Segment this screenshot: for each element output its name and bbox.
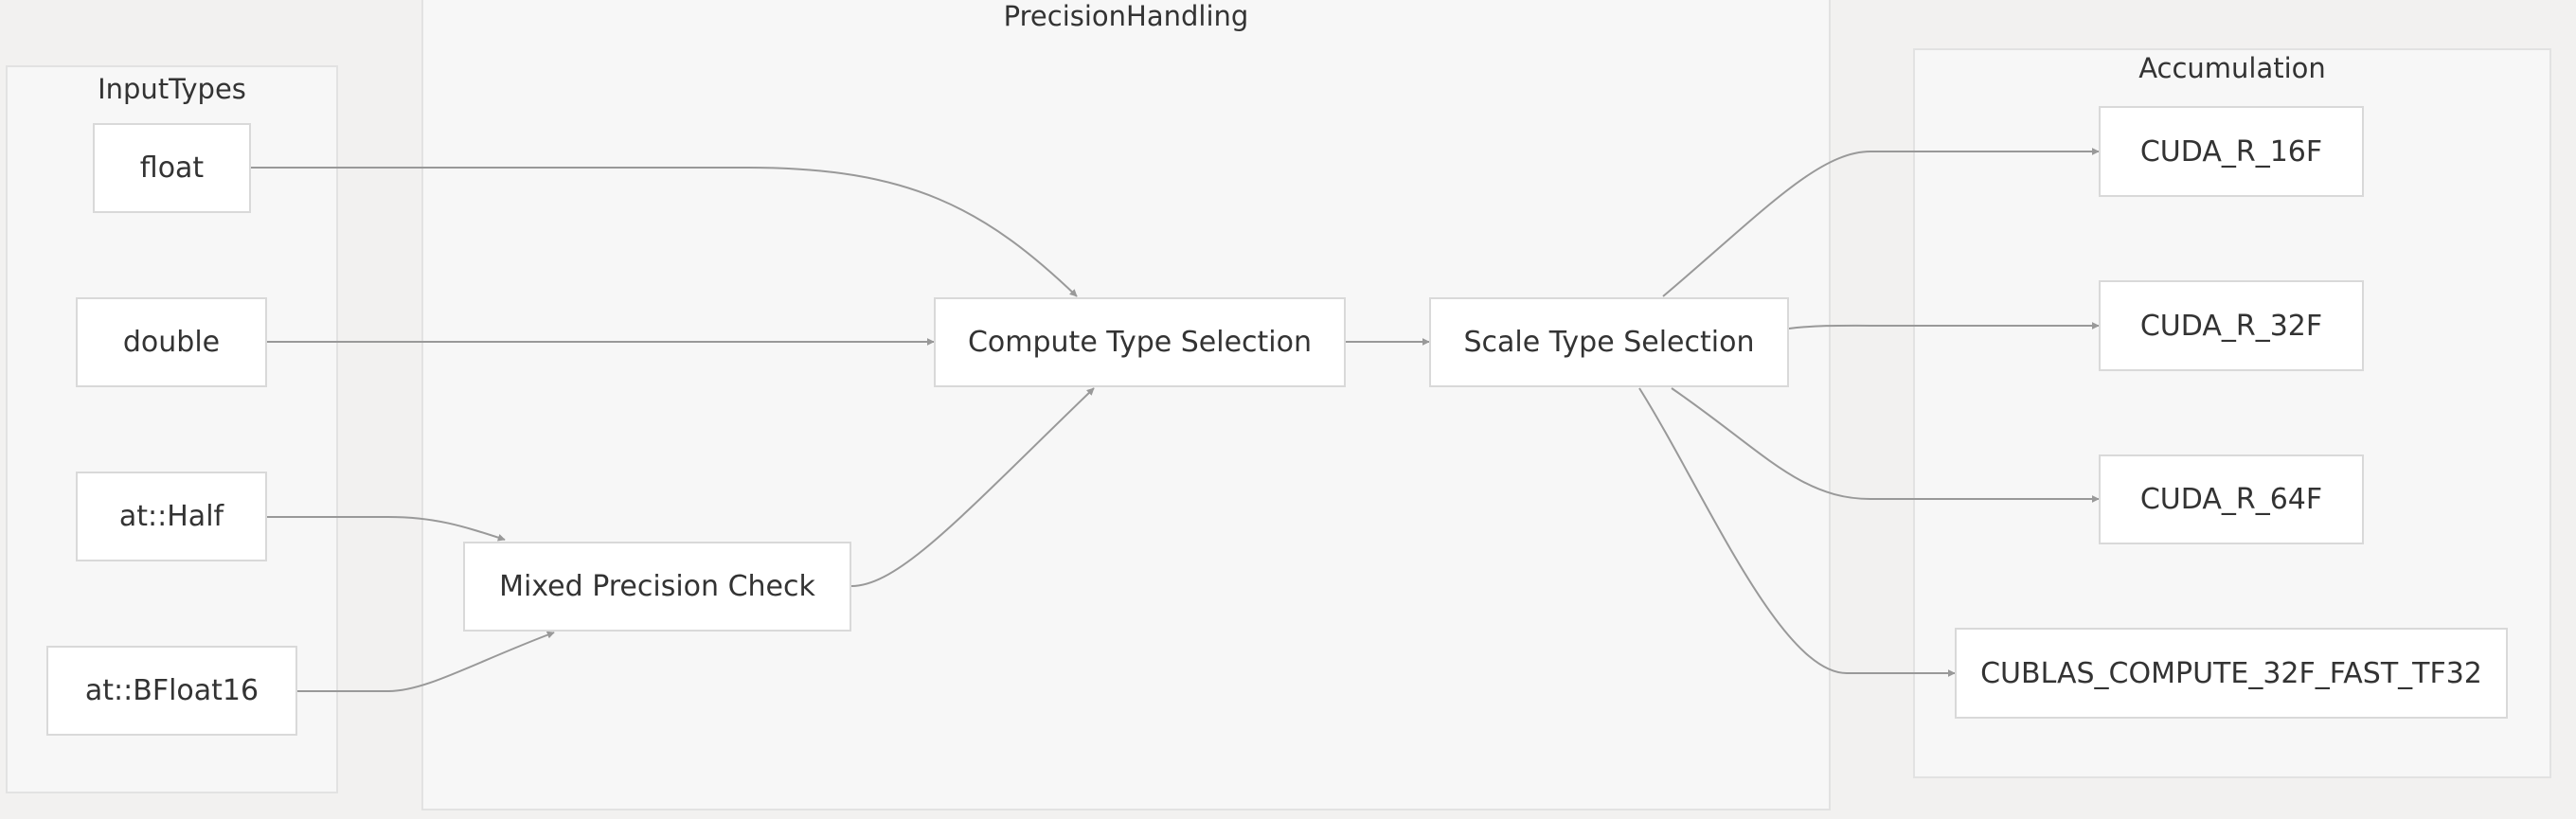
node-cublas-compute-32f-fast-tf32[interactable]: CUBLAS_COMPUTE_32F_FAST_TF32: [1955, 628, 2508, 719]
node-float[interactable]: float: [93, 123, 251, 213]
edge-scale-type-to-cuda-r-32f: [1788, 322, 2100, 329]
node-half[interactable]: at::Half: [76, 472, 267, 561]
node-cuda-r-16f[interactable]: CUDA_R_16F: [2099, 106, 2364, 197]
node-compute-type-selection[interactable]: Compute Type Selection: [934, 297, 1346, 387]
cluster-input-types-label: InputTypes: [98, 73, 246, 105]
edge-bfloat16-to-mixed-precision: [297, 631, 555, 692]
edge-scale-type-to-cublas-fast-tf32: [1638, 387, 1956, 677]
node-cuda-r-32f[interactable]: CUDA_R_32F: [2099, 280, 2364, 371]
edge-scale-type-to-cuda-r-64f: [1671, 387, 2100, 503]
edge-half-to-mixed-precision: [267, 516, 506, 542]
cluster-accumulation-label: Accumulation: [2138, 52, 2326, 84]
edge-scale-type-to-cuda-r-16f: [1662, 148, 2100, 297]
cluster-precision-handling: PrecisionHandling: [421, 0, 1831, 810]
cluster-precision-handling-label: PrecisionHandling: [1003, 0, 1249, 32]
node-scale-type-selection[interactable]: Scale Type Selection: [1429, 297, 1789, 387]
node-cuda-r-64f[interactable]: CUDA_R_64F: [2099, 454, 2364, 544]
node-bfloat16[interactable]: at::BFloat16: [46, 646, 297, 736]
node-mixed-precision-check[interactable]: Mixed Precision Check: [463, 542, 851, 632]
edge-float-to-compute-type: [251, 167, 1078, 297]
node-double[interactable]: double: [76, 297, 267, 387]
edge-mixed-precision-to-compute-type: [850, 387, 1095, 587]
